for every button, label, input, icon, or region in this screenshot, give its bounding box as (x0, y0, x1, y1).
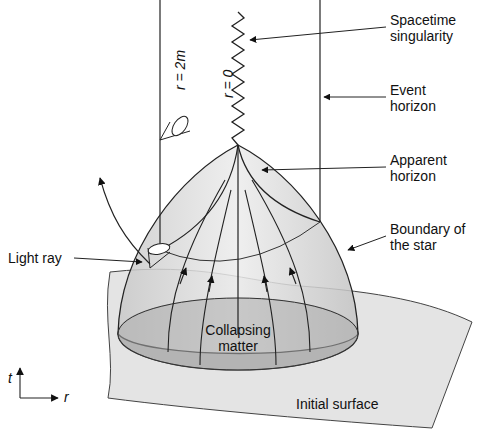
worldline-arrows (180, 268, 296, 292)
apparent-horizon (160, 145, 238, 250)
callout-label: Spacetime singularity (390, 12, 482, 44)
surface-label: Initial surface (296, 396, 416, 412)
light-ray (100, 178, 150, 264)
callout-label: Apparent horizon (390, 152, 470, 184)
axis-label: t (8, 370, 20, 386)
leader-arrows (74, 27, 386, 262)
radius-label: r = 2m (172, 50, 188, 90)
event-horizon-line (159, 0, 160, 250)
region-label: Collapsing matter (192, 322, 284, 354)
callout-label: Boundary of the star (390, 221, 482, 253)
axes (20, 368, 58, 398)
axis-label: r (64, 389, 76, 405)
callout-label: Event horizon (390, 82, 470, 114)
center-line (237, 145, 238, 334)
horizon-section (160, 222, 320, 261)
matter-region: Collapsing matter (192, 322, 284, 354)
radius-label: r = 0 (220, 70, 236, 98)
light-cone (147, 114, 191, 268)
matter-worldlines (168, 180, 310, 365)
callout-label: Light ray (8, 250, 72, 266)
